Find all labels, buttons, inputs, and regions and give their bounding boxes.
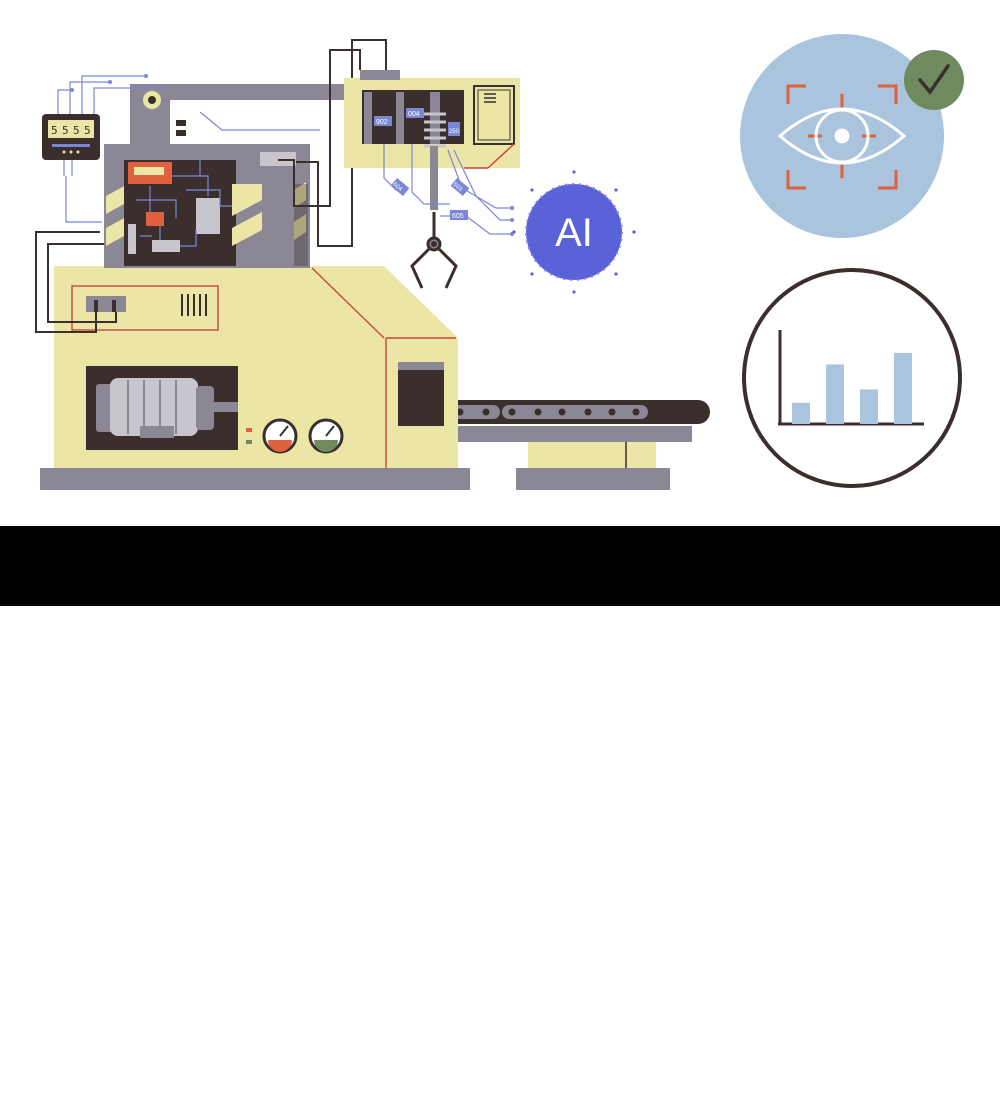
meter-digit: 5: [62, 124, 69, 137]
conveyor-frame: [398, 426, 692, 442]
electric-motor: [96, 378, 238, 438]
meter-wires: [57, 75, 170, 223]
hazard-stripes: [106, 182, 306, 246]
svg-text:004: 004: [408, 111, 420, 118]
power-cables: [35, 39, 387, 333]
svg-text:605: 605: [452, 213, 464, 220]
pressure-gauge-left: [262, 418, 298, 454]
conveyor-leg: [528, 440, 656, 468]
vent-slots: [181, 294, 207, 316]
eye-icon: [777, 107, 907, 165]
ai-label: AI: [555, 211, 593, 255]
chip-label: 605: [450, 210, 468, 220]
chip-label: 503: [450, 178, 470, 196]
crane-wires: [383, 144, 512, 235]
ai-badge: AI: [512, 170, 636, 294]
stock-id: VectorStock.com/57742840: [702, 1082, 972, 1107]
meter-digit: 5: [51, 124, 58, 137]
svg-text:250: 250: [449, 129, 460, 135]
control-panel: [71, 285, 219, 331]
meter-digit: 5: [84, 124, 91, 137]
brand-logo: VectorStock: [28, 1070, 204, 1108]
chip-small-orange: [146, 212, 164, 226]
vision-badge: [740, 34, 964, 238]
machine-floor-bar: [40, 468, 470, 490]
check-icon: [918, 64, 950, 95]
chip-label: 902: [374, 116, 392, 126]
belt-inlet: [398, 362, 444, 426]
svg-text:604: 604: [391, 182, 403, 193]
svg-text:902: 902: [376, 119, 388, 126]
relay-block: [196, 198, 220, 234]
robot-gripper: [410, 212, 458, 289]
chart-badge: [742, 268, 962, 488]
bar-series: [792, 352, 912, 424]
conveyor-floor-bar: [516, 468, 670, 490]
chip-label: 004: [406, 108, 424, 118]
factory-scene: 5 5 5 5 902: [35, 34, 964, 490]
pressure-gauge-right: [308, 418, 344, 454]
chip-label: 250: [448, 122, 460, 136]
digital-meter: 5 5 5 5: [42, 114, 100, 160]
meter-digit: 5: [73, 124, 80, 137]
circuit-traces: [136, 160, 232, 247]
check-badge: [904, 50, 964, 110]
bar: [792, 402, 810, 424]
illustration: 5 5 5 5 902: [35, 34, 964, 490]
chip-label: 604: [390, 178, 410, 196]
conveyor-rollers: [408, 408, 640, 416]
bar: [860, 389, 878, 424]
bar: [826, 364, 844, 424]
boom-arm: [130, 84, 350, 100]
switch-plate: [86, 296, 126, 312]
bar: [894, 352, 912, 424]
svg-text:503: 503: [451, 182, 463, 193]
footer-bar: VectorStock VectorStock.com/57742840: [0, 526, 1000, 1108]
